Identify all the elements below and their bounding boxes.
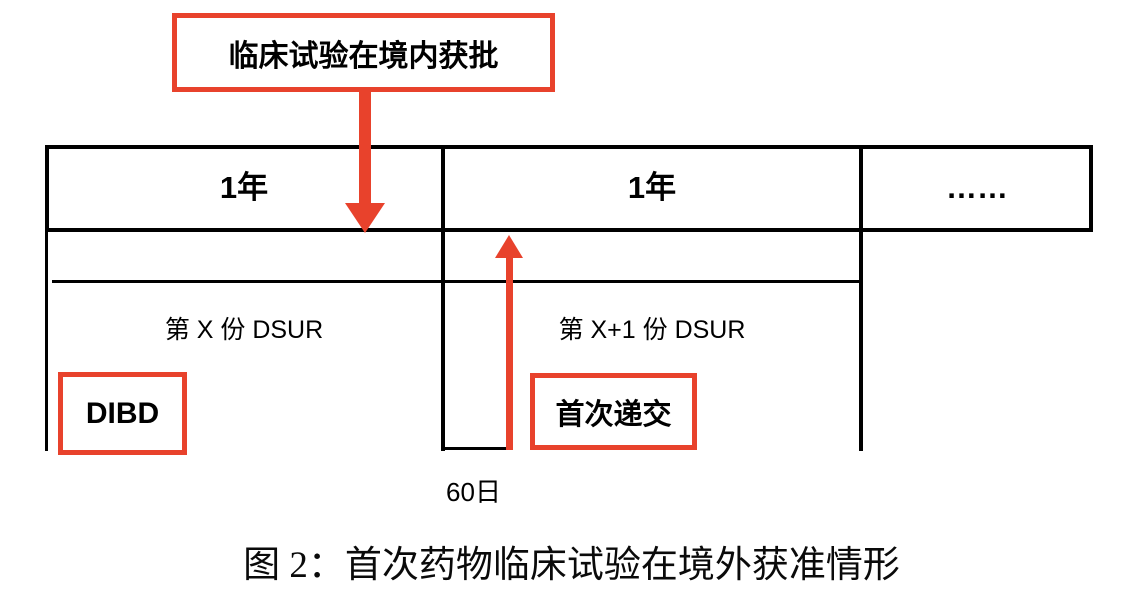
period-boundary-line-left [45, 232, 48, 451]
dibd-label: DIBD [85, 396, 160, 430]
timeline-cell-divider-1 [441, 145, 445, 232]
up-arrow [506, 255, 513, 450]
down-arrow-head-icon [345, 203, 385, 233]
down-arrow [359, 90, 371, 204]
timeline-row [45, 145, 1093, 232]
timeline-cell-year-1: 1年 [219, 170, 269, 205]
timeline-cell-divider-2 [859, 145, 863, 232]
first-submission-label: 首次递交 [555, 398, 672, 431]
up-arrow-head-icon [495, 235, 523, 258]
annotation-domestic-approval-box: 临床试验在境内获批 [172, 13, 555, 92]
period-boundary-line-middle [441, 232, 445, 451]
dibd-box: DIBD [58, 372, 187, 455]
first-submission-box: 首次递交 [530, 373, 697, 450]
sixty-day-label: 60日 [446, 477, 501, 507]
dsur-x-plus-1-label: 第 X+1 份 DSUR [558, 316, 746, 344]
timeline-cell-year-2: 1年 [627, 170, 677, 205]
annotation-domestic-approval-label: 临床试验在境内获批 [228, 39, 499, 73]
figure-caption: 图 2：首次药物临床试验在境外获准情形 [243, 545, 900, 586]
sub-row-line [52, 280, 859, 283]
timeline-cell-ellipsis: …… [946, 170, 1008, 205]
sixty-day-bracket-line [443, 447, 507, 450]
dsur-x-label: 第 X 份 DSUR [164, 316, 324, 344]
period-boundary-line-right [859, 232, 863, 451]
